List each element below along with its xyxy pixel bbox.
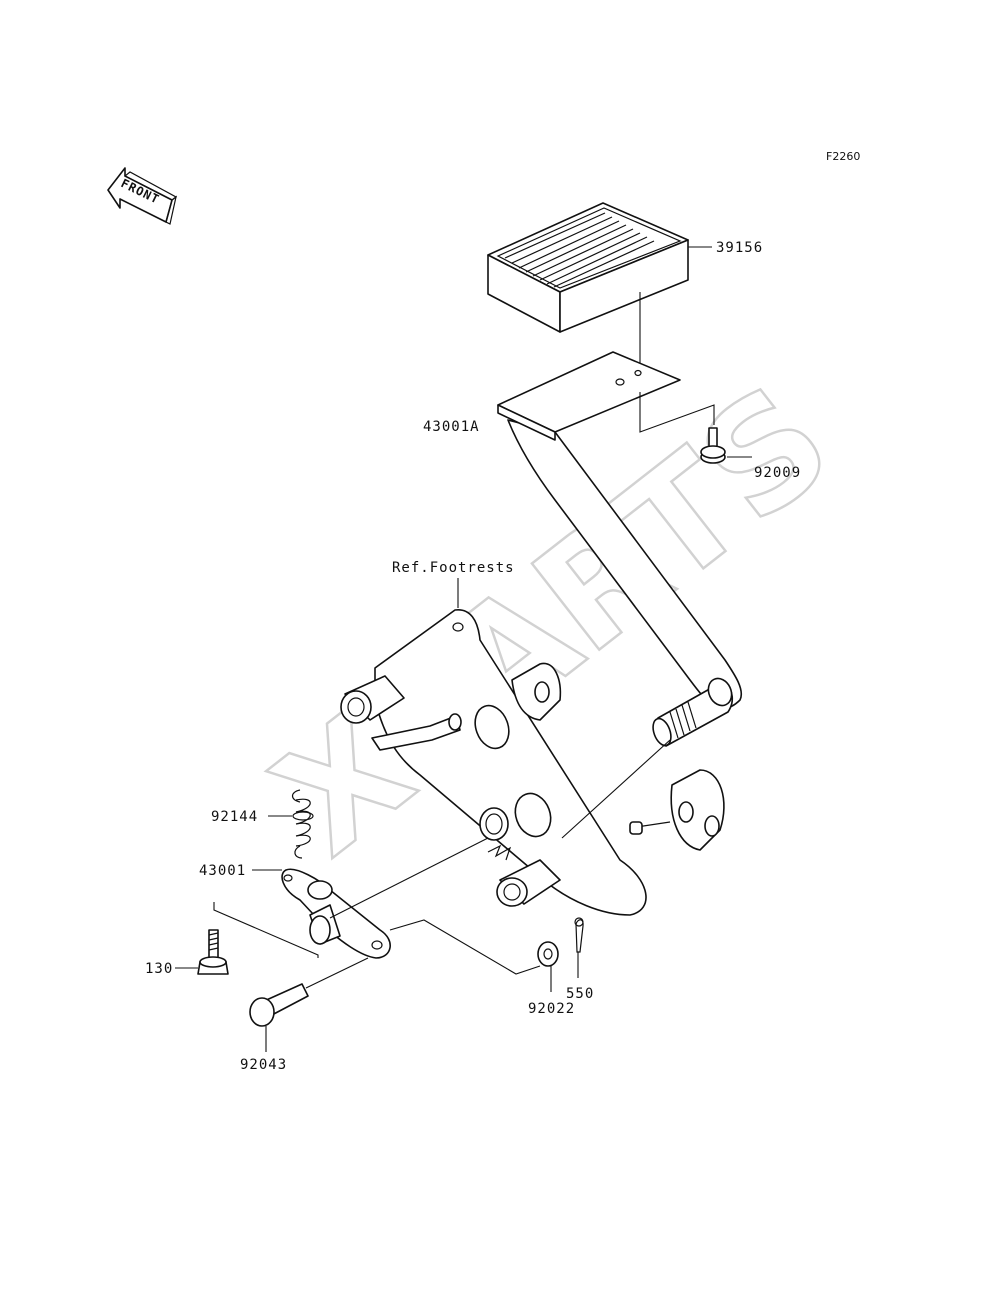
bolt-130 (197, 929, 229, 975)
label-43001: 43001 (199, 863, 246, 879)
label-92043: 92043 (240, 1057, 287, 1073)
sleeve-upper (340, 675, 405, 724)
label-550: 550 (566, 986, 594, 1002)
brake-pedal-arm (497, 351, 743, 747)
pin-92043 (249, 983, 309, 1027)
label-92144: 92144 (211, 809, 258, 825)
sleeve-lower (496, 859, 561, 907)
spring-92144 (291, 789, 314, 859)
front-arrow-icon: FRONT (107, 167, 178, 225)
label-43001A: 43001A (423, 419, 480, 435)
bolt-92009 (700, 427, 726, 464)
cotter-pin-550 (574, 917, 584, 953)
washer-92022 (537, 941, 559, 967)
label-130: 130 (145, 961, 173, 977)
lever-43001 (281, 868, 391, 959)
clevis-pin (371, 713, 462, 751)
label-92022: 92022 (528, 1001, 575, 1017)
pedal-pad (487, 202, 689, 333)
bushing (479, 807, 509, 841)
diagram-code: F2260 (826, 150, 860, 163)
label-ref-footrests: Ref.Footrests (392, 560, 515, 576)
label-39156: 39156 (716, 240, 763, 256)
footrest-bracket (374, 609, 725, 916)
label-92009: 92009 (754, 465, 801, 481)
